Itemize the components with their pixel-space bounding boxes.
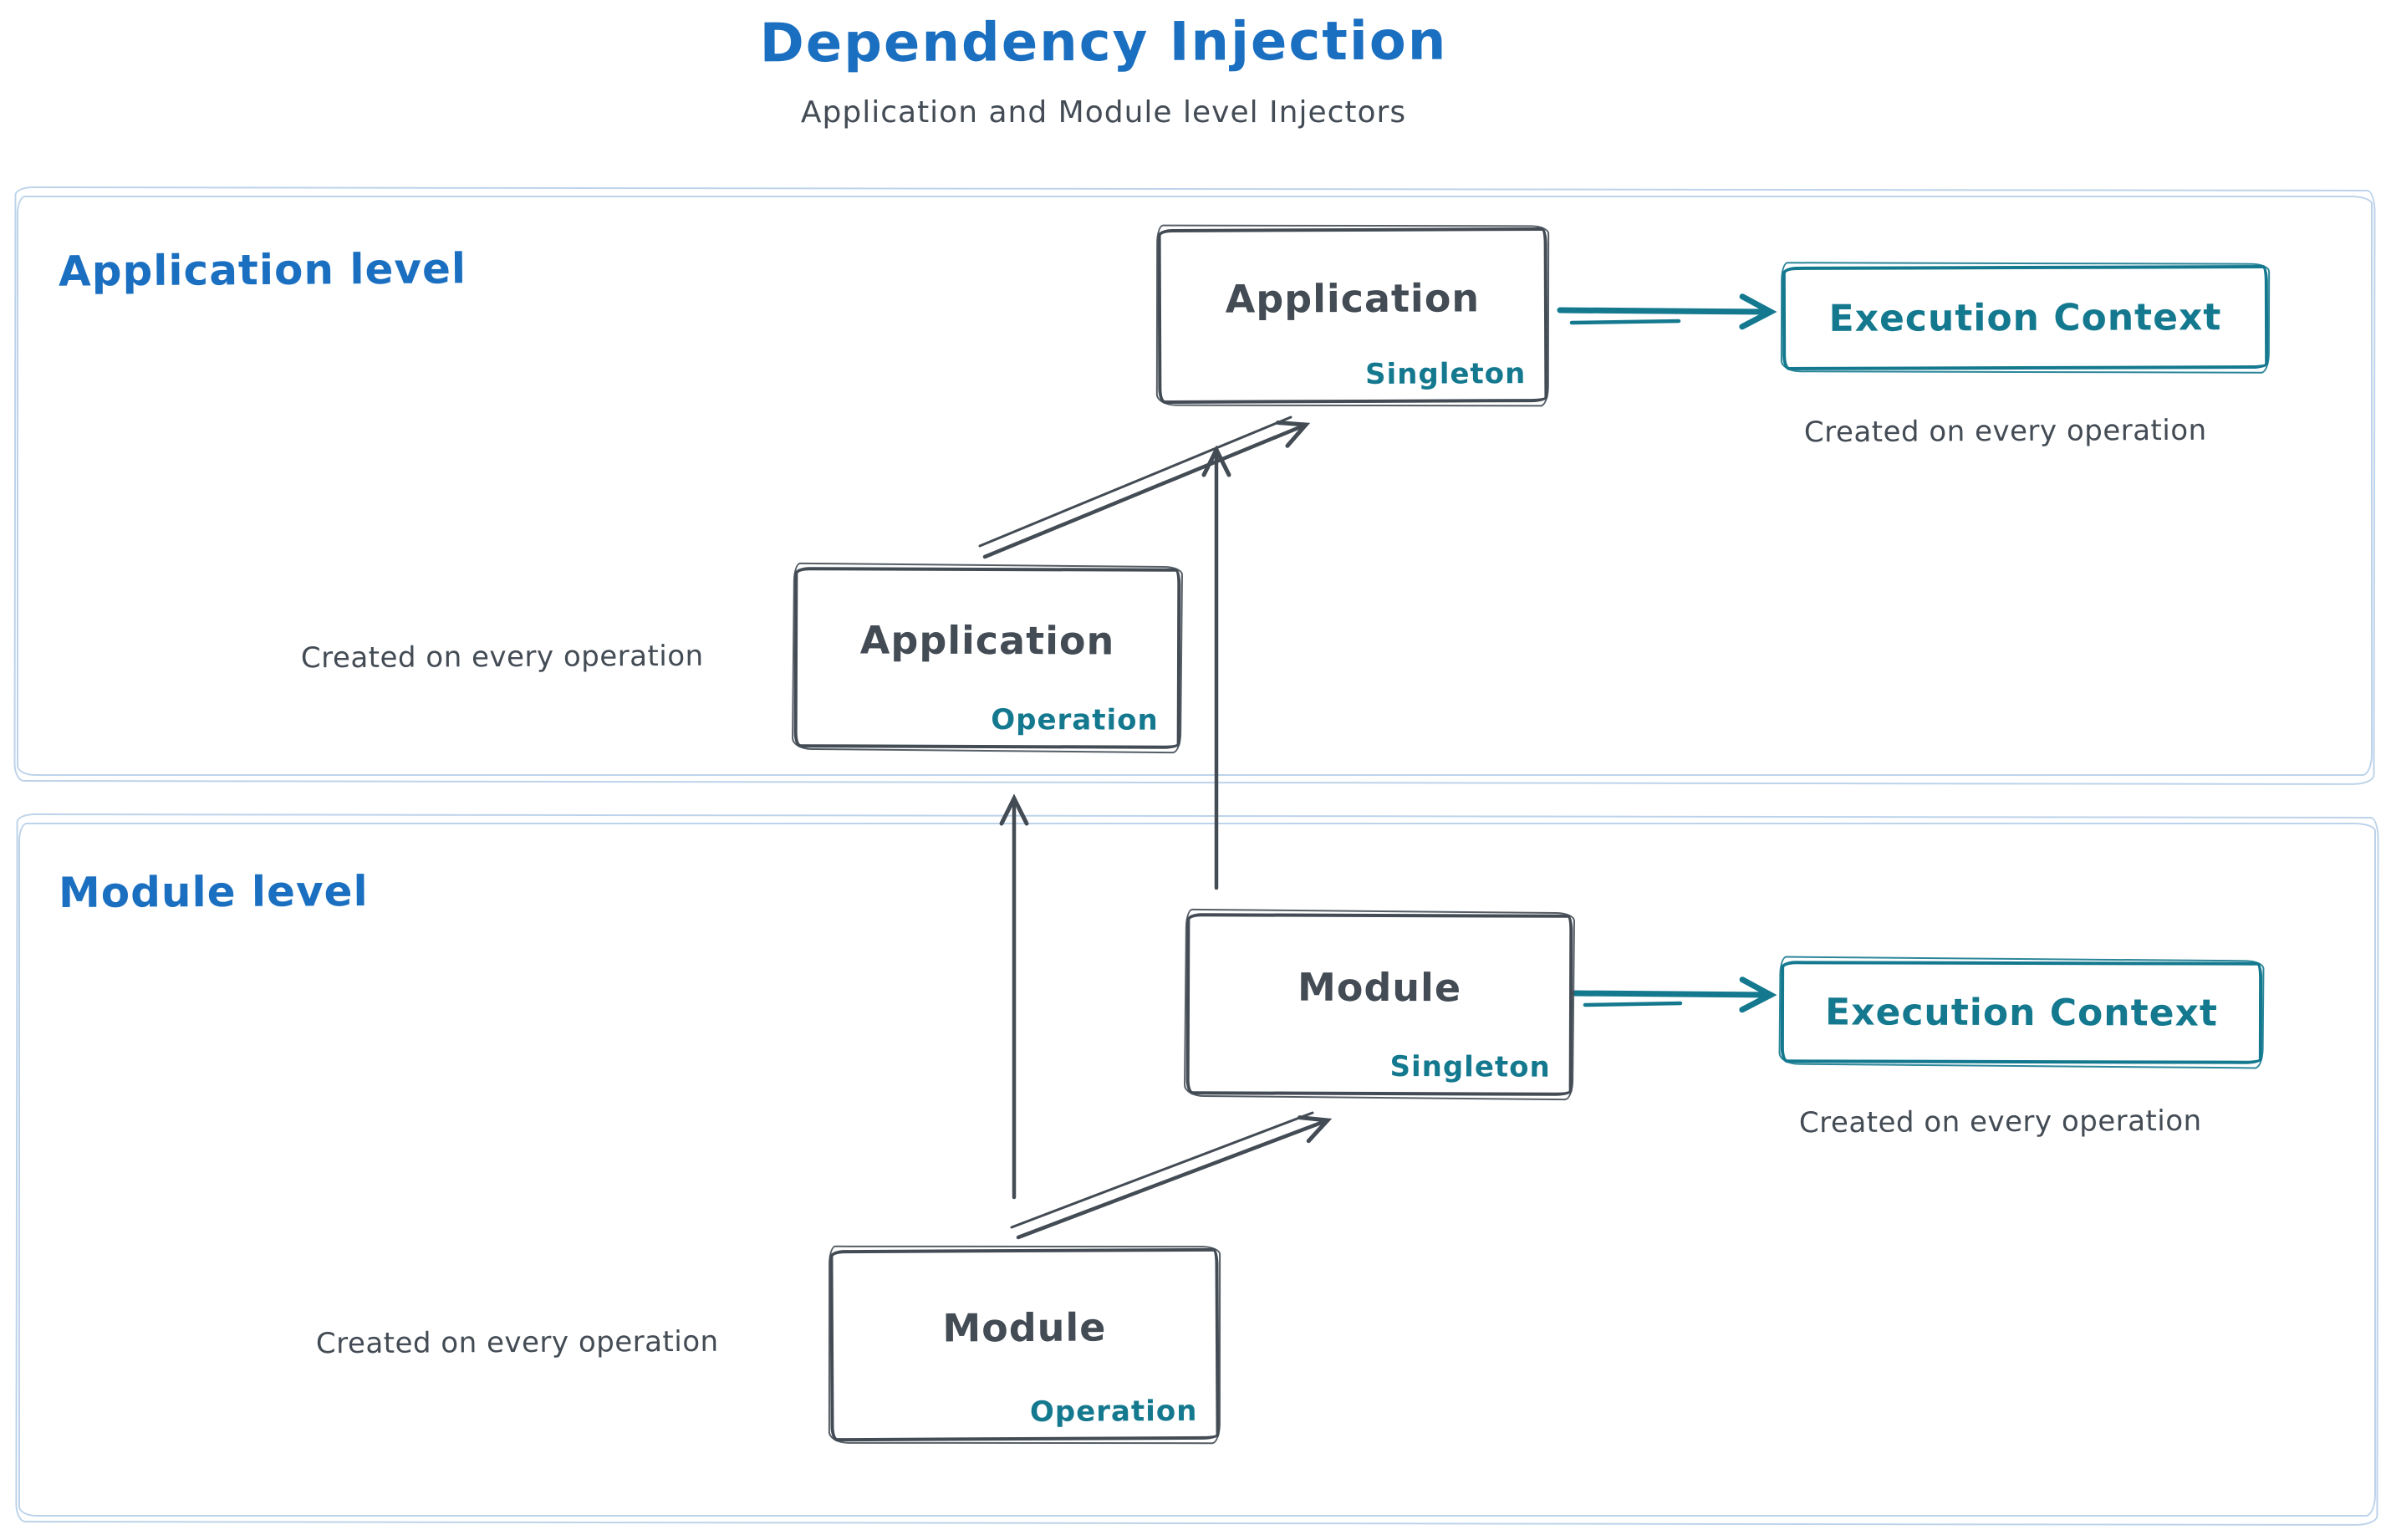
application-level-label: Application level xyxy=(58,244,467,296)
module-singleton-title: Module xyxy=(1297,964,1462,1010)
application-singleton-box: Application Singleton xyxy=(1157,227,1548,405)
execution-context-application-box: Execution Context xyxy=(1782,264,2269,371)
diagram-header: Dependency Injection Application and Mod… xyxy=(0,11,2207,130)
application-operation-caption: Created on every operation xyxy=(300,639,704,676)
module-level-label: Module level xyxy=(58,867,369,917)
diagram-title: Dependency Injection xyxy=(759,10,1448,75)
execution-context-application-title: Execution Context xyxy=(1828,295,2222,340)
module-operation-box: Module Operation xyxy=(829,1247,1220,1442)
application-operation-box: Application Operation xyxy=(793,567,1181,749)
module-singleton-box: Module Singleton xyxy=(1185,913,1573,1096)
application-level-region: Application level xyxy=(17,196,2373,776)
module-operation-caption: Created on every operation xyxy=(315,1324,719,1361)
module-operation-tag: Operation xyxy=(1029,1394,1198,1429)
application-operation-tag: Operation xyxy=(991,703,1159,737)
execution-context-module-caption: Created on every operation xyxy=(1798,1104,2202,1140)
execution-context-module-box: Execution Context xyxy=(1780,961,2263,1064)
execution-context-module-title: Execution Context xyxy=(1825,990,2218,1035)
execution-context-application-caption: Created on every operation xyxy=(1803,413,2207,450)
module-singleton-tag: Singleton xyxy=(1389,1050,1551,1084)
application-singleton-title: Application xyxy=(1225,274,1481,322)
application-singleton-tag: Singleton xyxy=(1365,357,1527,391)
application-operation-title: Application xyxy=(859,617,1115,664)
module-operation-title: Module xyxy=(942,1303,1107,1351)
module-level-region: Module level xyxy=(18,823,2376,1517)
diagram-subtitle: Application and Module level Injectors xyxy=(800,95,1407,130)
